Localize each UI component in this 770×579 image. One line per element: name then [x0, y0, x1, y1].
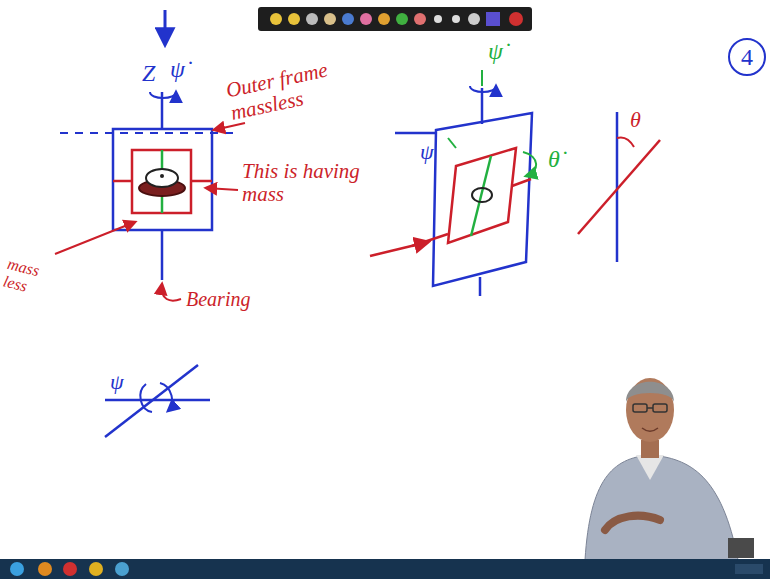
lecturer-video: [585, 378, 754, 560]
callout-number: 4: [741, 45, 753, 69]
angular-rate-label: ψ̇: [488, 38, 503, 64]
toolbar: [258, 7, 532, 31]
angular-rate-label: θ̇: [548, 146, 560, 172]
angle-sketch: [105, 365, 210, 437]
gimbal-front-view: [55, 10, 245, 301]
axis-label: Z: [142, 60, 155, 86]
annotation-note: Outer frame massless: [224, 51, 371, 125]
annotation-note: This is having mass: [242, 160, 382, 206]
taskbar: [0, 559, 770, 579]
angular-rate-label: ψ̇: [170, 56, 185, 82]
annotation-note: mass less: [1, 255, 52, 300]
angle-label: ψ: [420, 140, 434, 164]
callout-circle: 4: [728, 38, 766, 76]
annotation-note: Bearing: [186, 288, 250, 310]
angle-label: θ: [630, 108, 641, 132]
angle-label: ψ: [110, 370, 124, 394]
gimbal-perspective-view: [370, 70, 660, 296]
